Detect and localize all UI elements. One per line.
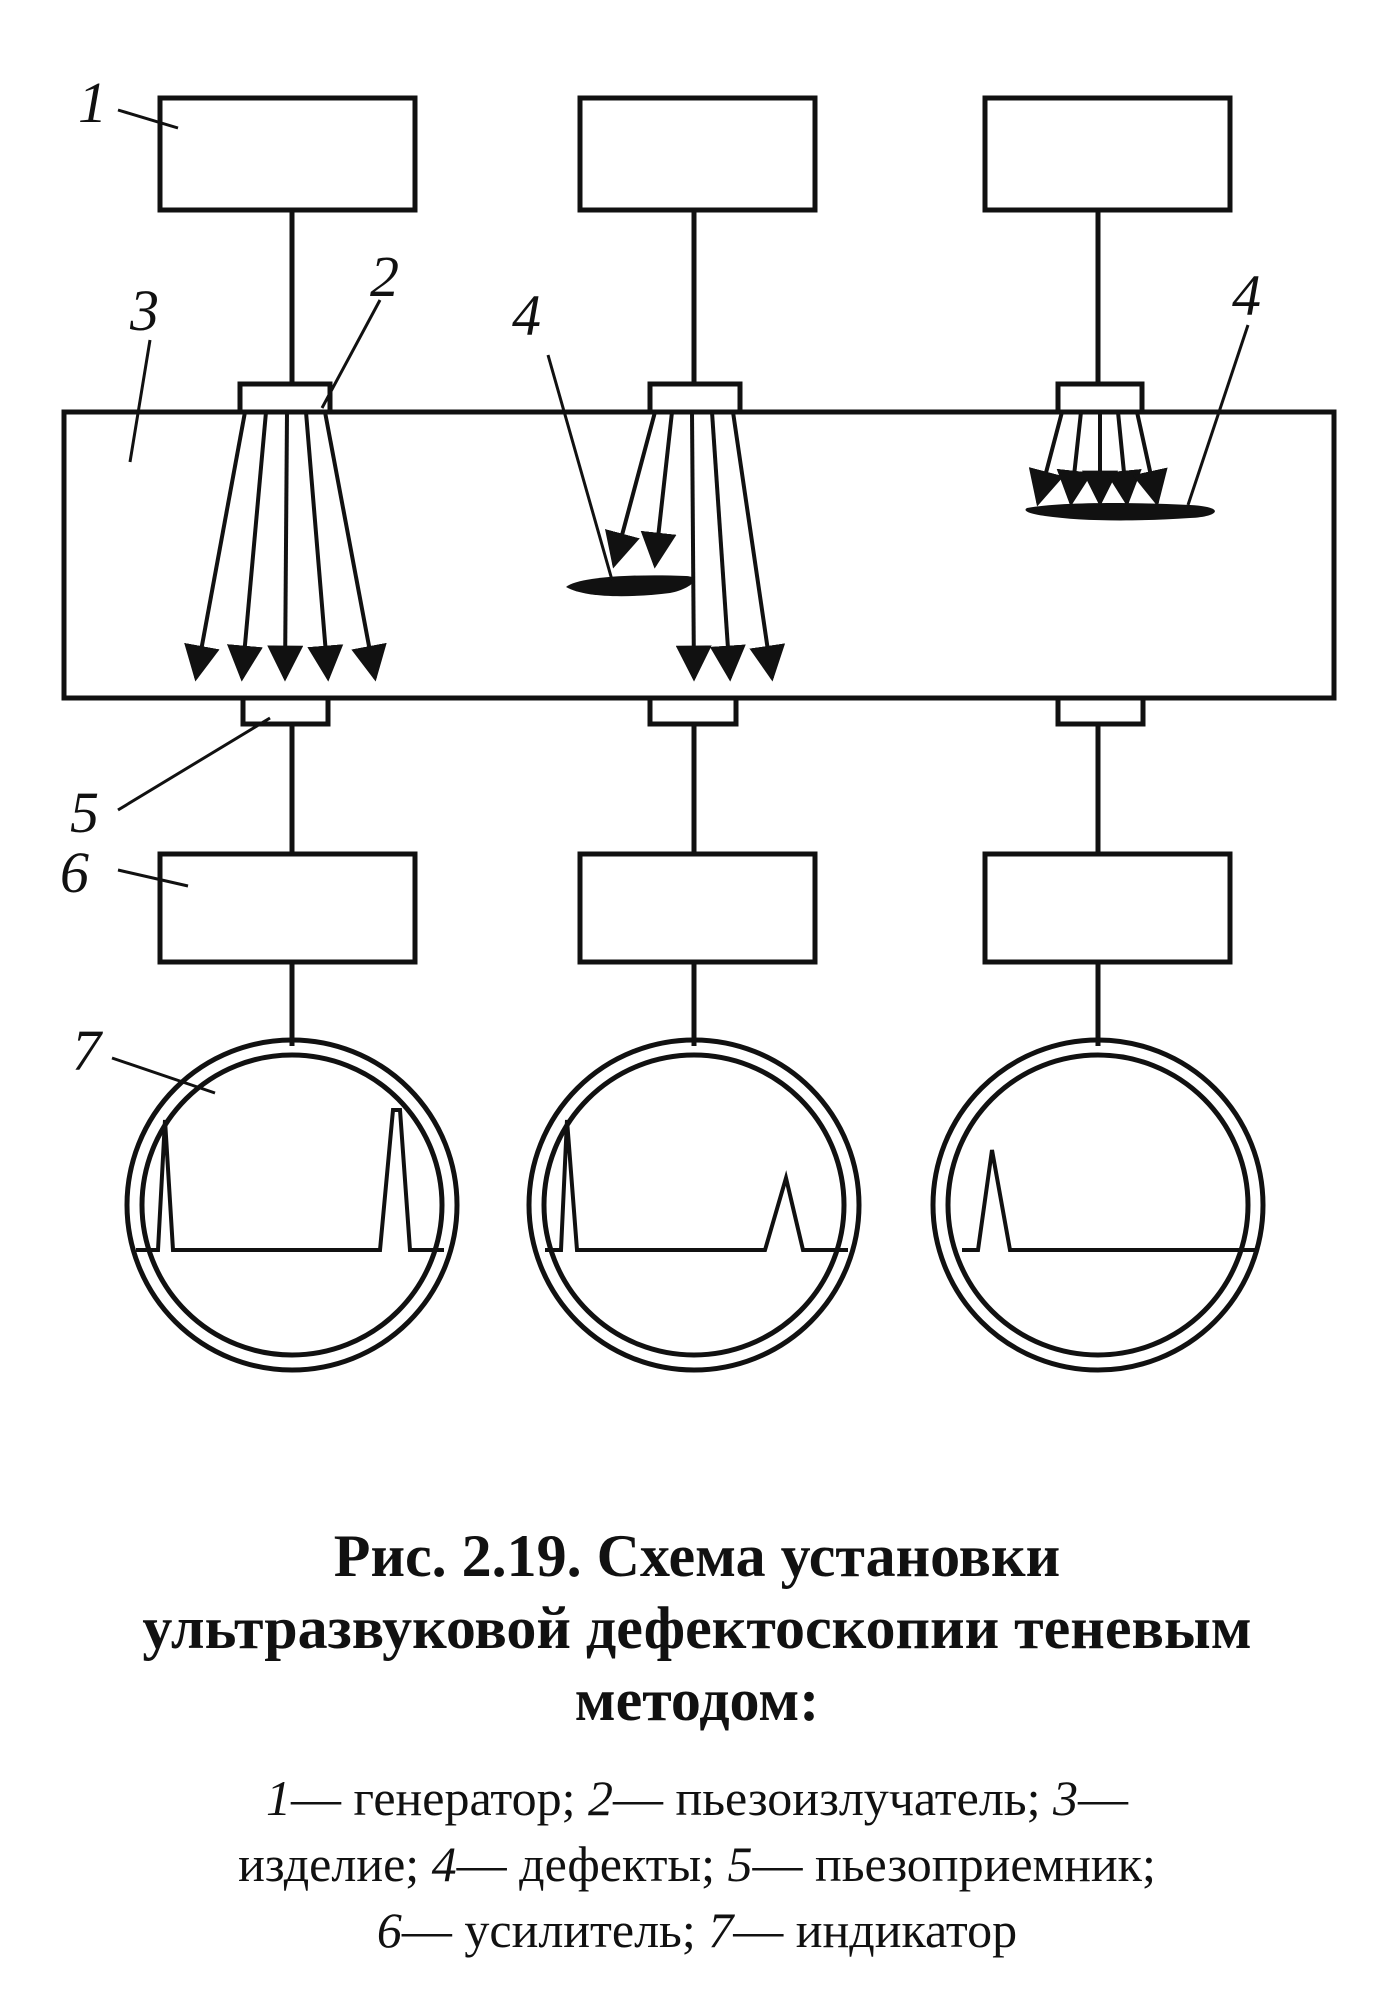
ray-3-2 (1056, 411, 1093, 507)
piezo-receiver-2 (647, 695, 739, 727)
legend-line-1: 1— генератор; 2— пьезоизлучатель; 3— (60, 1765, 1334, 1831)
label-emitter: 2 (370, 244, 399, 309)
indicator-1 (124, 1037, 460, 1373)
legend-text: — дефекты; (456, 1836, 728, 1892)
legend-num: 3 (1053, 1770, 1078, 1826)
indicator-trace-1 (136, 1108, 444, 1252)
piezo-emitter-3 (1055, 381, 1145, 415)
piezo-receiver-3 (1055, 695, 1146, 727)
leader-1 (117, 108, 179, 130)
ray-2-5 (731, 411, 786, 682)
leader-6 (117, 868, 189, 888)
label-generator: 1 (78, 70, 107, 135)
figure-title-line-1: Рис. 2.19. Схема установки (333, 1523, 1061, 1589)
ray-2-4 (709, 411, 746, 682)
ray-3-5 (1132, 411, 1168, 507)
legend-num: 7 (708, 1902, 734, 1958)
legend-text: — усилитель; (401, 1902, 709, 1958)
leader-4-middle (546, 354, 614, 581)
generator-box-3 (982, 95, 1233, 213)
defect-middle (566, 575, 695, 597)
piezo-emitter-2 (647, 381, 743, 415)
piezo-emitter-1 (237, 381, 333, 415)
leader-7 (111, 1056, 216, 1095)
defect-right (1025, 503, 1215, 521)
amplifier-box-2 (577, 851, 818, 965)
leader-3 (128, 339, 152, 463)
generator-box-2 (577, 95, 818, 213)
legend-text: изделие; (238, 1836, 432, 1892)
figure-legend: 1— генератор; 2— пьезоизлучатель; 3— изд… (60, 1765, 1334, 1963)
indicator-2 (526, 1037, 862, 1373)
figure-title: Рис. 2.19. Схема установки ультразвуково… (60, 1520, 1334, 1736)
legend-line-3: 6— усилитель; 7— индикатор (60, 1897, 1334, 1963)
ray-2-2 (640, 411, 677, 569)
legend-line-2: изделие; 4— дефекты; 5— пьезоприемник; (60, 1831, 1334, 1897)
legend-text: — генератор; (291, 1770, 588, 1826)
label-product: 3 (129, 278, 159, 343)
ray-3-1 (1028, 411, 1064, 507)
generator-box-1 (157, 95, 418, 213)
amplifier-box-3 (982, 851, 1233, 965)
legend-num: 4 (431, 1836, 457, 1892)
legend-num: 6 (376, 1902, 402, 1958)
indicator-trace-3 (962, 1149, 1255, 1252)
ultrasonic-setup-diagram: 1 2 3 4 4 5 6 7 (60, 70, 1337, 1373)
leader-2 (320, 299, 382, 409)
ray-1-5 (323, 411, 387, 682)
ray-1-3 (267, 411, 304, 682)
figure-title-line-2: ультразвуковой дефектоскопии теневым (142, 1595, 1252, 1661)
legend-num: 2 (587, 1770, 613, 1826)
amplifier-box-1 (157, 851, 418, 965)
figure-title-line-3: методом: (574, 1667, 820, 1733)
legend-text: — пьезоприемник; (752, 1836, 1156, 1892)
label-defect-right: 4 (1232, 263, 1261, 328)
label-defect-middle: 4 (512, 283, 541, 348)
label-receiver: 5 (70, 780, 99, 845)
ray-2-1 (604, 411, 657, 569)
ray-1-2 (226, 411, 268, 682)
legend-text: — (1078, 1770, 1128, 1826)
indicator-trace-2 (545, 1119, 848, 1252)
ray-3-4 (1105, 411, 1142, 507)
legend-num: 5 (727, 1836, 753, 1892)
ray-1-1 (184, 411, 247, 682)
ray-2-3 (675, 411, 712, 682)
legend-num: 1 (266, 1770, 291, 1826)
leader-4-right (1186, 324, 1250, 506)
legend-text: — пьезоизлучатель; (612, 1770, 1053, 1826)
piezo-receiver-1 (240, 695, 331, 727)
ray-1-4 (304, 411, 344, 682)
label-amplifier: 6 (60, 840, 89, 905)
leader-5 (117, 716, 271, 812)
legend-text: — индикатор (733, 1902, 1018, 1958)
label-indicator: 7 (72, 1018, 103, 1083)
indicator-3 (930, 1037, 1266, 1373)
